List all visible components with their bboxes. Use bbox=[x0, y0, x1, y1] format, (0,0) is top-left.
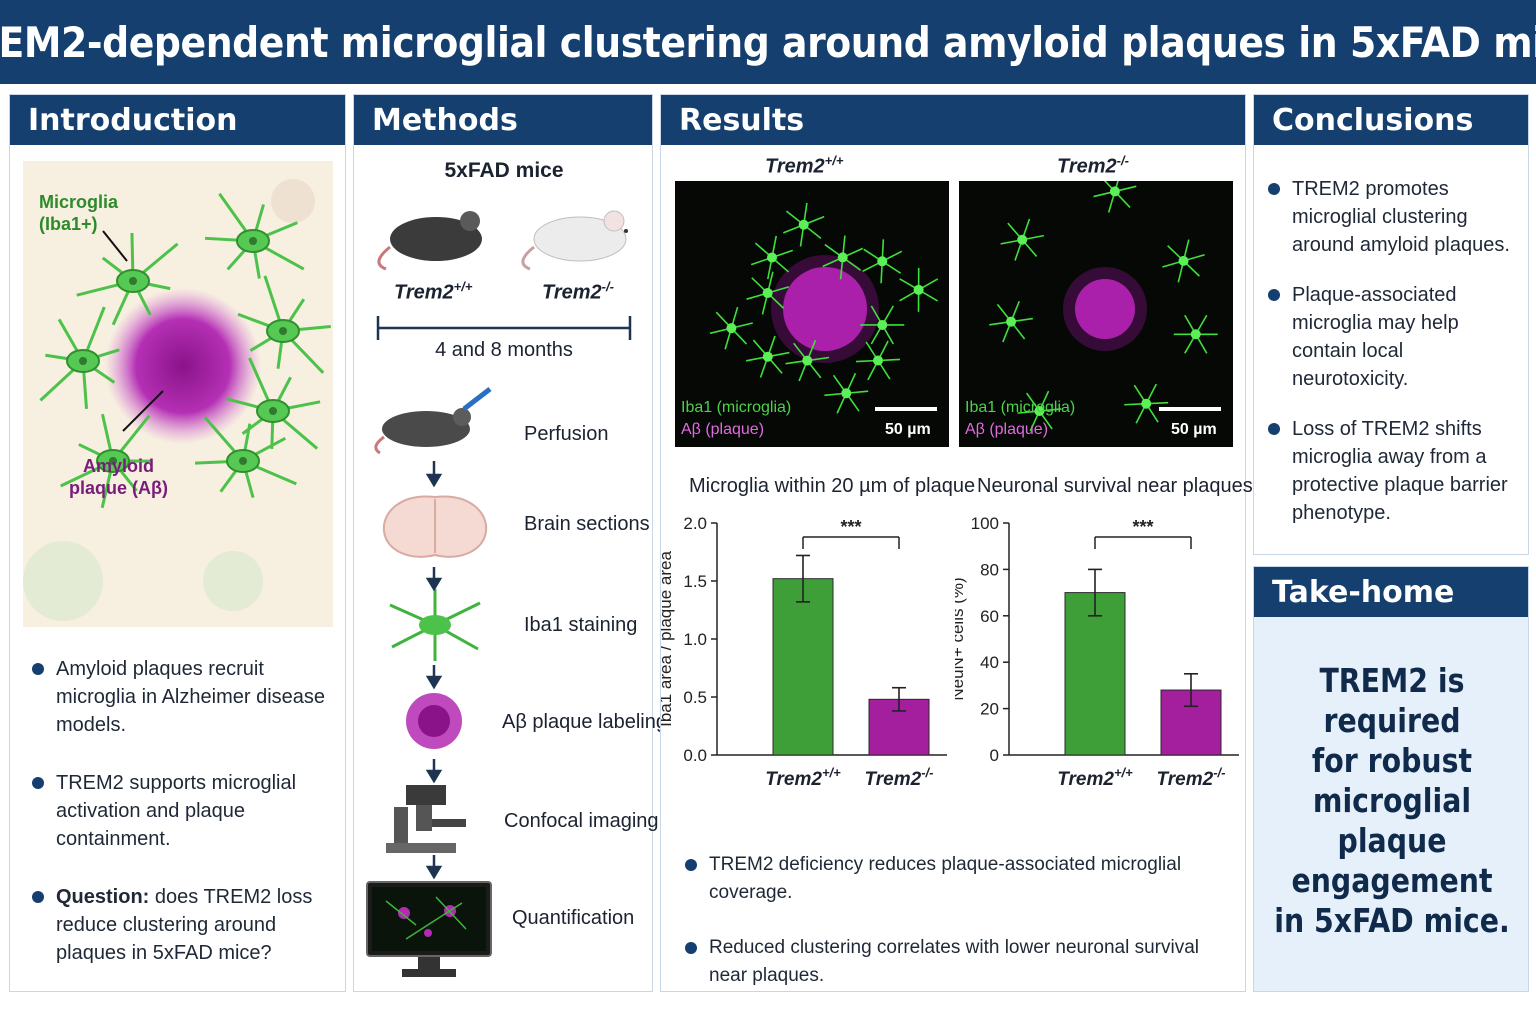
legend-iba1: Iba1 (microglia) bbox=[965, 399, 1076, 416]
list-item: Amyloid plaques recruit microglia in Alz… bbox=[22, 655, 338, 739]
chart-2-title: Neuronal survival near plaques bbox=[977, 475, 1253, 497]
bar bbox=[772, 578, 834, 756]
title-bar: TREM2-dependent microglial clustering ar… bbox=[0, 0, 1536, 84]
x-tick-label: Trem2+/+ bbox=[1057, 765, 1133, 790]
y-tick-label: 100 bbox=[971, 514, 999, 533]
results-panel: Results Trem2+/+ Trem2-/- Iba1 (microgli… bbox=[660, 94, 1253, 992]
timeline-label: 4 and 8 months bbox=[435, 339, 573, 361]
method-step: Iba1 staining bbox=[524, 614, 638, 636]
results-bullets: TREM2 deficiency reduces plaque-associat… bbox=[675, 851, 1241, 990]
page-title: TREM2-dependent microglial clustering ar… bbox=[0, 17, 1536, 67]
methods-heading: Methods bbox=[354, 95, 652, 145]
list-item: Reduced clustering correlates with lower… bbox=[675, 934, 1241, 990]
conclusions-panel: Conclusions TREM2 promotes microglial cl… bbox=[1253, 94, 1529, 555]
confocal-image-wt: Iba1 (microglia) Aβ (plaque) 50 µm bbox=[675, 181, 949, 447]
list-item: TREM2 promotes microglial clustering aro… bbox=[1258, 175, 1524, 259]
takehome-message: TREM2 is required for robust microglial … bbox=[1274, 661, 1510, 940]
takehome-panel: Take-home TREM2 is required for robust m… bbox=[1253, 566, 1529, 992]
intro-bullets: Amyloid plaques recruit microglia in Alz… bbox=[22, 655, 338, 967]
plaque-icon bbox=[406, 693, 462, 749]
y-tick-label: 0.0 bbox=[683, 746, 707, 765]
legend-iba1: Iba1 (microglia) bbox=[681, 399, 792, 416]
legend-abeta: Aβ (plaque) bbox=[965, 421, 1049, 438]
takehome-heading: Take-home bbox=[1254, 567, 1528, 617]
results-heading: Results bbox=[661, 95, 1245, 145]
significance-label: *** bbox=[1132, 517, 1153, 537]
significance-label: *** bbox=[840, 517, 861, 537]
chart-1-title: Microglia within 20 µm of plaque bbox=[689, 475, 976, 497]
image-title-wt: Trem2+/+ bbox=[765, 153, 844, 178]
y-axis-label: Iba1 area / plaque area bbox=[661, 551, 675, 727]
legend-abeta: Aβ (plaque) bbox=[681, 421, 765, 438]
y-tick-label: 1.0 bbox=[683, 630, 707, 649]
y-axis-label: NeuN+ cells (%) bbox=[955, 577, 967, 700]
illustration-svg bbox=[23, 179, 331, 621]
method-step: Aβ plaque labeling bbox=[502, 711, 667, 733]
method-step: Brain sections bbox=[524, 513, 650, 535]
microglia-icon bbox=[389, 589, 481, 661]
methods-geno-wt: Trem2+/+ bbox=[394, 279, 473, 304]
mouse-wt-icon bbox=[377, 211, 484, 271]
flow-arrows bbox=[425, 461, 443, 880]
method-step: Quantification bbox=[512, 907, 635, 929]
conclusion-bullets: TREM2 promotes microglial clustering aro… bbox=[1258, 175, 1524, 527]
y-tick-label: 0 bbox=[990, 746, 999, 765]
scale-bar bbox=[1159, 407, 1221, 411]
brain-section-icon bbox=[382, 495, 488, 558]
list-item: TREM2 supports microglial activation and… bbox=[22, 769, 338, 853]
list-item: Question: does TREM2 loss reduce cluster… bbox=[22, 883, 338, 967]
y-tick-label: 40 bbox=[980, 653, 999, 672]
methods-geno-ko: Trem2-/- bbox=[542, 279, 614, 304]
method-step: Confocal imaging bbox=[504, 810, 659, 832]
y-tick-label: 60 bbox=[980, 607, 999, 626]
bar bbox=[1064, 592, 1126, 756]
y-tick-label: 0.5 bbox=[683, 688, 707, 707]
mouse-ko-icon bbox=[521, 210, 628, 271]
model-label: 5xFAD mice bbox=[444, 159, 564, 182]
y-tick-label: 2.0 bbox=[683, 514, 707, 533]
microscope-icon bbox=[386, 785, 466, 853]
x-tick-label: Trem2+/+ bbox=[765, 765, 841, 790]
y-tick-label: 20 bbox=[980, 700, 999, 719]
method-step: Perfusion bbox=[524, 423, 609, 445]
scale-label: 50 µm bbox=[885, 421, 931, 438]
introduction-heading: Introduction bbox=[10, 95, 345, 145]
list-item: TREM2 deficiency reduces plaque-associat… bbox=[675, 851, 1241, 907]
timeline-bar bbox=[376, 316, 632, 340]
list-item: Plaque-associated microglia may help con… bbox=[1258, 281, 1524, 393]
methods-panel: Methods 5xFAD mice Trem2+/+ Trem2-/- 4 a… bbox=[353, 94, 667, 992]
x-tick-label: Trem2-/- bbox=[865, 765, 934, 790]
y-tick-label: 1.5 bbox=[683, 572, 707, 591]
y-tick-label: 80 bbox=[980, 560, 999, 579]
conclusions-heading: Conclusions bbox=[1254, 95, 1528, 145]
plaque-shape bbox=[105, 288, 261, 444]
image-title-ko: Trem2-/- bbox=[1057, 153, 1129, 178]
confocal-image-ko: Iba1 (microglia) Aβ (plaque) 50 µm bbox=[959, 181, 1233, 447]
perfusion-icon bbox=[374, 387, 492, 455]
scale-bar bbox=[875, 407, 937, 411]
monitor-icon bbox=[366, 881, 492, 977]
scale-label: 50 µm bbox=[1171, 421, 1217, 438]
microglia-label: Microglia(Iba1+) bbox=[39, 192, 119, 234]
list-item: Loss of TREM2 shifts microglia away from… bbox=[1258, 415, 1524, 527]
x-tick-label: Trem2-/- bbox=[1157, 765, 1226, 790]
